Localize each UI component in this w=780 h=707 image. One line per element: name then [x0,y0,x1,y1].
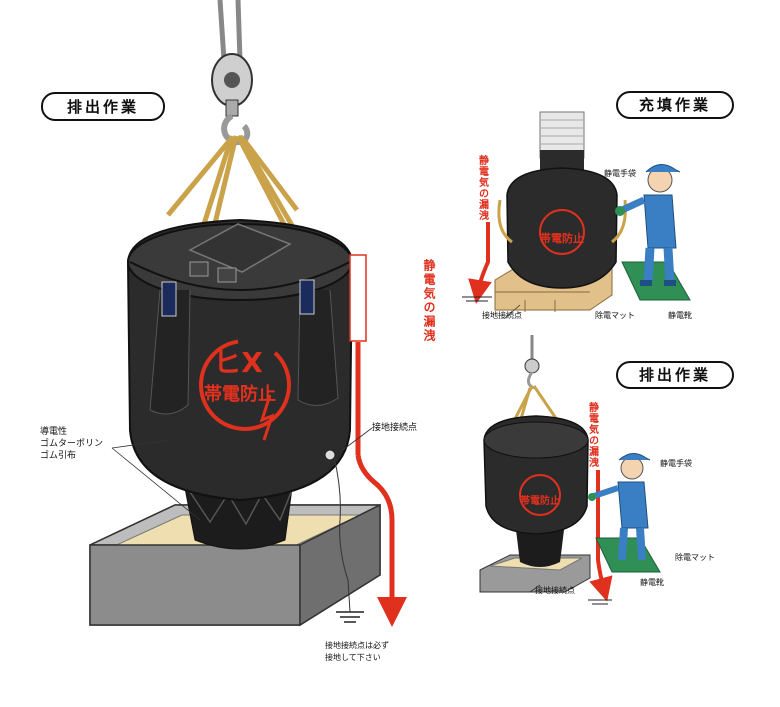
small-crane-hook-icon [524,335,540,390]
small-shoes-label: 静電靴 [640,577,664,587]
small-gloves-label: 静電手袋 [660,458,692,468]
small-discharge-scene: 排出作業 帯電防止 静電気の漏洩 [479,335,734,605]
logo-text: 帯電防止 [204,383,276,405]
fill-static-leak-text: 静電気の漏洩 [477,154,490,221]
ground-point-icon [324,449,336,461]
small-leak-arrow [589,470,613,602]
small-section-title: 排出作業 [616,361,734,389]
ground-note-line-1: 接地接続点は必ず [325,640,389,650]
material-label-3: ゴム引布 [40,449,76,461]
fill-ground-point-label: 接地接続点 [482,310,522,320]
small-logo-text: 帯電防止 [520,494,560,507]
ground-note-line-2: 接地して下さい [325,652,381,662]
fill-logo-text: 帯電防止 [540,231,584,245]
small-bag: 帯電防止 [483,415,589,567]
antistatic-logo: ヒX 帯電防止 [199,339,291,441]
small-mat-label: 除電マット [675,552,715,562]
main-discharge-scene: ヒX 帯電防止 静電気の漏洩 導電性 ゴムターポリン ゴム引布 [40,0,436,662]
main-section-title-text: 排出作業 [67,98,139,116]
small-ground-point-label: 接地接続点 [535,585,575,595]
small-worker-icon [588,453,651,561]
small-antistatic-mat [595,537,661,573]
fill-gloves-label: 静電手袋 [604,168,636,178]
small-section-title-text: 排出作業 [639,366,711,384]
static-leak-arrow [349,254,407,627]
fill-leak-arrow [462,222,492,304]
ground-wire [333,456,364,623]
material-label-1: 導電性 [40,425,67,437]
discharge-tray [89,503,381,627]
fill-shoes-label: 静電靴 [668,310,692,320]
material-label-2: ゴムターポリン [40,437,103,449]
worker-icon [615,164,681,286]
fill-section-title-text: 充填作業 [639,96,711,114]
crane-hook-icon [211,0,253,146]
fill-bag: 帯電防止 [497,150,627,289]
main-section-title: 排出作業 [41,92,165,121]
small-static-leak-text: 静電気の漏洩 [587,401,600,468]
fill-scene: 充填作業 帯電防止 静電気の漏洩 [462,91,734,320]
logo-mark: ヒX [213,346,263,379]
antistatic-mat [621,261,691,301]
fill-mat-label: 除電マット [595,310,635,320]
fill-section-title: 充填作業 [616,91,734,119]
ground-point-label: 接地接続点 [372,421,417,433]
flexible-container-bag [126,218,354,550]
